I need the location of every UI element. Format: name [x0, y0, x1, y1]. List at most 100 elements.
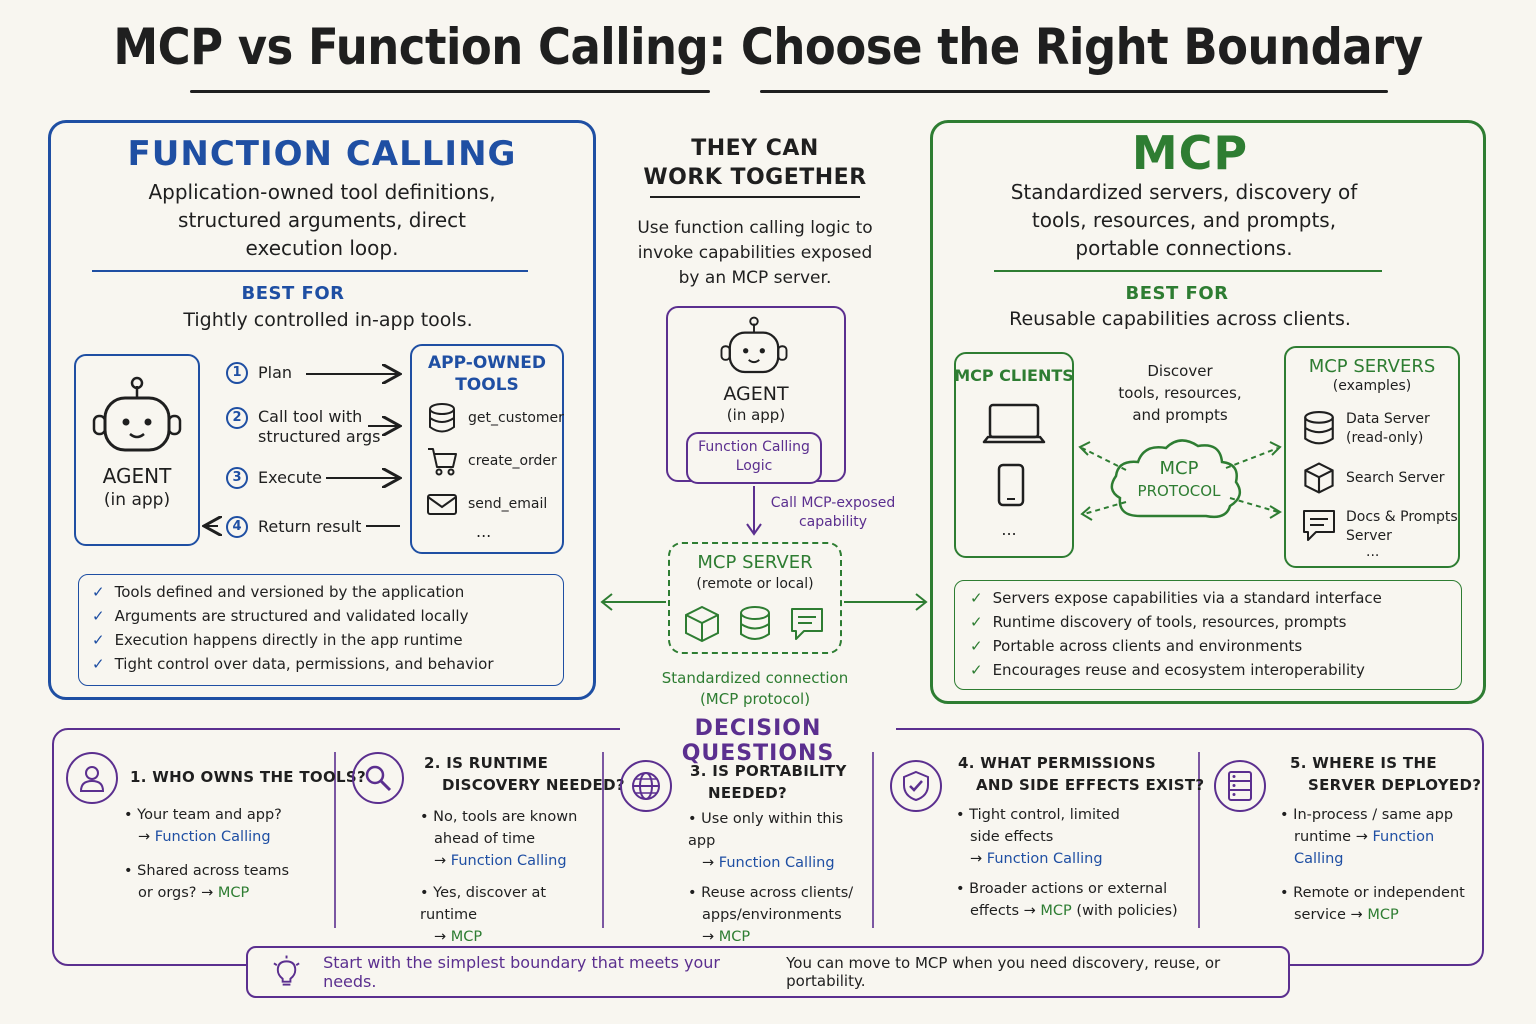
answer-mcp: MCP: [718, 929, 751, 945]
answer-text: Reuse across clients/: [701, 885, 854, 901]
step-plan: 1 Plan: [226, 362, 292, 384]
server-label: Data Server (read-only): [1346, 410, 1430, 448]
title-line: 4. WHAT PERMISSIONS: [958, 754, 1156, 772]
protocol-line: MCP: [1159, 458, 1199, 479]
function-calling-title: FUNCTION CALLING: [127, 134, 517, 174]
check-text: Execution happens directly in the app ru…: [114, 631, 463, 649]
question-3-title: 3. IS PORTABILITY NEEDED?: [690, 760, 847, 804]
function-calling-checklist-items: ✓ Tools defined and versioned by the appl…: [92, 580, 494, 676]
answer-bullet: • No, tools are known: [420, 809, 578, 825]
answer-mcp: MCP: [1367, 907, 1399, 923]
server-label-line: (read-only): [1346, 430, 1424, 446]
tip-banner: Start with the simplest boundary that me…: [246, 946, 1290, 998]
agent-sublabel: (in app): [103, 490, 171, 510]
question-5-answers: • In-process / same app runtime → Functi…: [1280, 804, 1476, 926]
agent-label: AGENT: [102, 464, 172, 488]
cube-icon: [685, 605, 719, 643]
tip-text-secondary: You can move to MCP when you need discov…: [786, 954, 1221, 990]
answer-line: effects → MCP (with policies): [956, 900, 1192, 922]
step-label: Return result: [258, 517, 362, 536]
answer-text: Tight control, limited: [969, 807, 1120, 823]
function-calling-description: Application-owned tool definitions, stru…: [48, 178, 596, 262]
title-underline: [760, 90, 1388, 93]
answer-bullet: • Use only within this app: [688, 811, 844, 849]
connection-line: Standardized connection: [661, 669, 849, 687]
function-calling-checklist: [78, 574, 564, 686]
title-line: AND SIDE EFFECTS EXIST?: [976, 776, 1205, 794]
text-line: Use function calling logic to: [637, 218, 873, 238]
tip-text-primary: Start with the simplest boundary that me…: [323, 953, 720, 991]
mcp-servers-heading: MCP SERVERS: [1308, 356, 1436, 377]
answer-text: In-process / same app: [1293, 807, 1454, 823]
discover-label: Discover tools, resources, and prompts: [1100, 360, 1260, 426]
app-owned-tools-box: [410, 344, 564, 554]
answer-text: Shared across teams: [137, 863, 290, 879]
cart-icon: [428, 448, 457, 476]
answer-text: service →: [1294, 907, 1363, 923]
tool-get-customer: get_customer: [426, 402, 564, 434]
step-number: 3: [226, 467, 248, 489]
check-icon: ✓: [92, 631, 105, 649]
server-label: Search Server: [1346, 470, 1445, 486]
answer-line: runtime → Function Calling: [1280, 826, 1476, 870]
mcp-protocol-label: MCP PROTOCOL: [1124, 458, 1234, 502]
mcp-title: MCP: [1131, 126, 1249, 180]
mcp-server-label: MCP SERVER: [697, 552, 813, 573]
arrow: →: [434, 929, 447, 945]
check-icon: ✓: [970, 589, 983, 607]
server-docs-prompts: Docs & Prompts Server: [1302, 508, 1458, 546]
server-label-line: Docs & Prompts: [1346, 509, 1458, 525]
answer-text: Use only within this app: [688, 811, 844, 849]
best-for-text: Reusable capabilities across clients.: [1009, 308, 1351, 330]
check-icon: ✓: [92, 583, 105, 601]
tools-more: ...: [476, 522, 492, 541]
answer-line: → MCP: [420, 926, 598, 948]
chat-icon: [1303, 510, 1335, 541]
question-1-answers: • Your team and app? → Function Calling …: [124, 804, 324, 904]
best-for-text: Tightly controlled in-app tools.: [183, 309, 473, 331]
desc-line: Application-owned tool definitions,: [148, 180, 496, 204]
text-line: by an MCP server.: [678, 268, 832, 288]
mcp-checklist-items: ✓Servers expose capabilities via a stand…: [970, 586, 1382, 682]
answer-text: effects →: [970, 903, 1036, 919]
question-4-answers: • Tight control, limited side effects → …: [956, 804, 1192, 922]
question-2-title: 2. IS RUNTIME DISCOVERY NEEDED?: [424, 752, 625, 796]
tool-label: create_order: [468, 453, 557, 469]
answer-text: Broader actions or external: [969, 881, 1168, 897]
middle-agent-label: AGENT: [723, 383, 789, 405]
clients-more: ...: [1001, 520, 1017, 539]
question-5-title: 5. WHERE IS THE SERVER DEPLOYED?: [1290, 752, 1481, 796]
check-text: Runtime discovery of tools, resources, p…: [992, 613, 1347, 631]
work-together-heading: THEY CAN WORK TOGETHER: [640, 134, 870, 192]
call-label-line: capability: [798, 514, 868, 530]
answer-bullet: • Broader actions or external: [956, 881, 1168, 897]
answer-line: ahead of time: [434, 831, 536, 847]
text-line: invoke capabilities exposed: [637, 243, 873, 263]
check-item: ✓Tight control over data, permissions, a…: [92, 652, 494, 676]
step-execute: 3 Execute: [226, 467, 322, 489]
question-4-title: 4. WHAT PERMISSIONS AND SIDE EFFECTS EXI…: [958, 752, 1204, 796]
check-text: Tools defined and versioned by the appli…: [114, 583, 465, 601]
mcp-server-box: [668, 542, 842, 654]
desc-line: tools, resources, and prompts,: [1031, 208, 1337, 232]
server-label: Docs & Prompts Server: [1346, 508, 1458, 546]
discover-line: and prompts: [1132, 406, 1228, 424]
person-icon: [66, 752, 118, 804]
answer-function-calling: Function Calling: [718, 855, 835, 871]
servers-more: ...: [1366, 544, 1380, 560]
answer-line: side effects: [970, 829, 1054, 845]
answer-text: or orgs? →: [138, 885, 214, 901]
database-icon: [429, 403, 455, 433]
answer-bullet: • Reuse across clients/: [688, 885, 854, 901]
column-divider: [872, 752, 874, 928]
laptop-icon: [982, 403, 1046, 444]
column-divider: [334, 752, 336, 928]
answer-bullet: • Remote or independent: [1280, 885, 1465, 901]
answer-line: apps/environments: [702, 907, 842, 923]
tool-create-order: create_order: [426, 445, 557, 477]
answer-line: → MCP: [688, 926, 870, 948]
tool-label: send_email: [468, 496, 548, 512]
check-item: ✓Encourages reuse and ecosystem interope…: [970, 658, 1382, 682]
logic-line: Logic: [735, 458, 773, 474]
server-data: Data Server (read-only): [1302, 410, 1430, 448]
